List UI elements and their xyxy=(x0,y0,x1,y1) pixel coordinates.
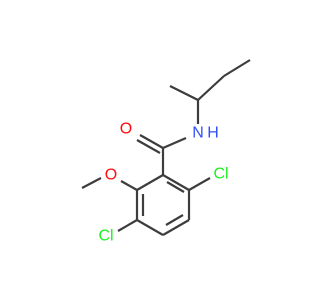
ring-bond-4 xyxy=(136,219,164,236)
molecule-structure: O N H O Cl Cl xyxy=(0,0,300,300)
background xyxy=(0,0,300,300)
ring-inner-bond-2 xyxy=(165,214,184,226)
bond-carbonyl-double-a xyxy=(139,134,164,149)
ring-bond-6 xyxy=(136,174,164,191)
bond-nitrogen-carbonyl xyxy=(162,136,187,150)
chlorine-upper-label: Cl xyxy=(213,166,228,183)
bond-ring-chlorine-upper xyxy=(188,177,211,191)
bonds xyxy=(81,59,251,236)
amide-nitrogen-label: N xyxy=(192,125,204,142)
carbonyl-oxygen-label: O xyxy=(120,121,132,138)
ring-bond-3 xyxy=(162,219,190,236)
bond-methyl xyxy=(169,85,199,101)
atom-labels: O N H O Cl Cl xyxy=(98,121,228,245)
methoxy-oxygen-label: O xyxy=(105,167,117,184)
amide-hydrogen-label: H xyxy=(207,125,219,142)
bond-ring-chlorine-lower xyxy=(117,219,138,232)
bond-ethyl-ch2 xyxy=(197,75,225,101)
bond-ring-methoxy-oxygen xyxy=(120,180,138,191)
bond-ethyl-terminal xyxy=(223,59,251,77)
bond-carbonyl-double-b xyxy=(136,139,161,154)
chlorine-lower-label: Cl xyxy=(98,228,113,245)
bond-methoxy-methyl xyxy=(81,177,102,189)
ring-bond-1 xyxy=(162,174,190,191)
ring-inner-bond-1 xyxy=(166,181,185,193)
